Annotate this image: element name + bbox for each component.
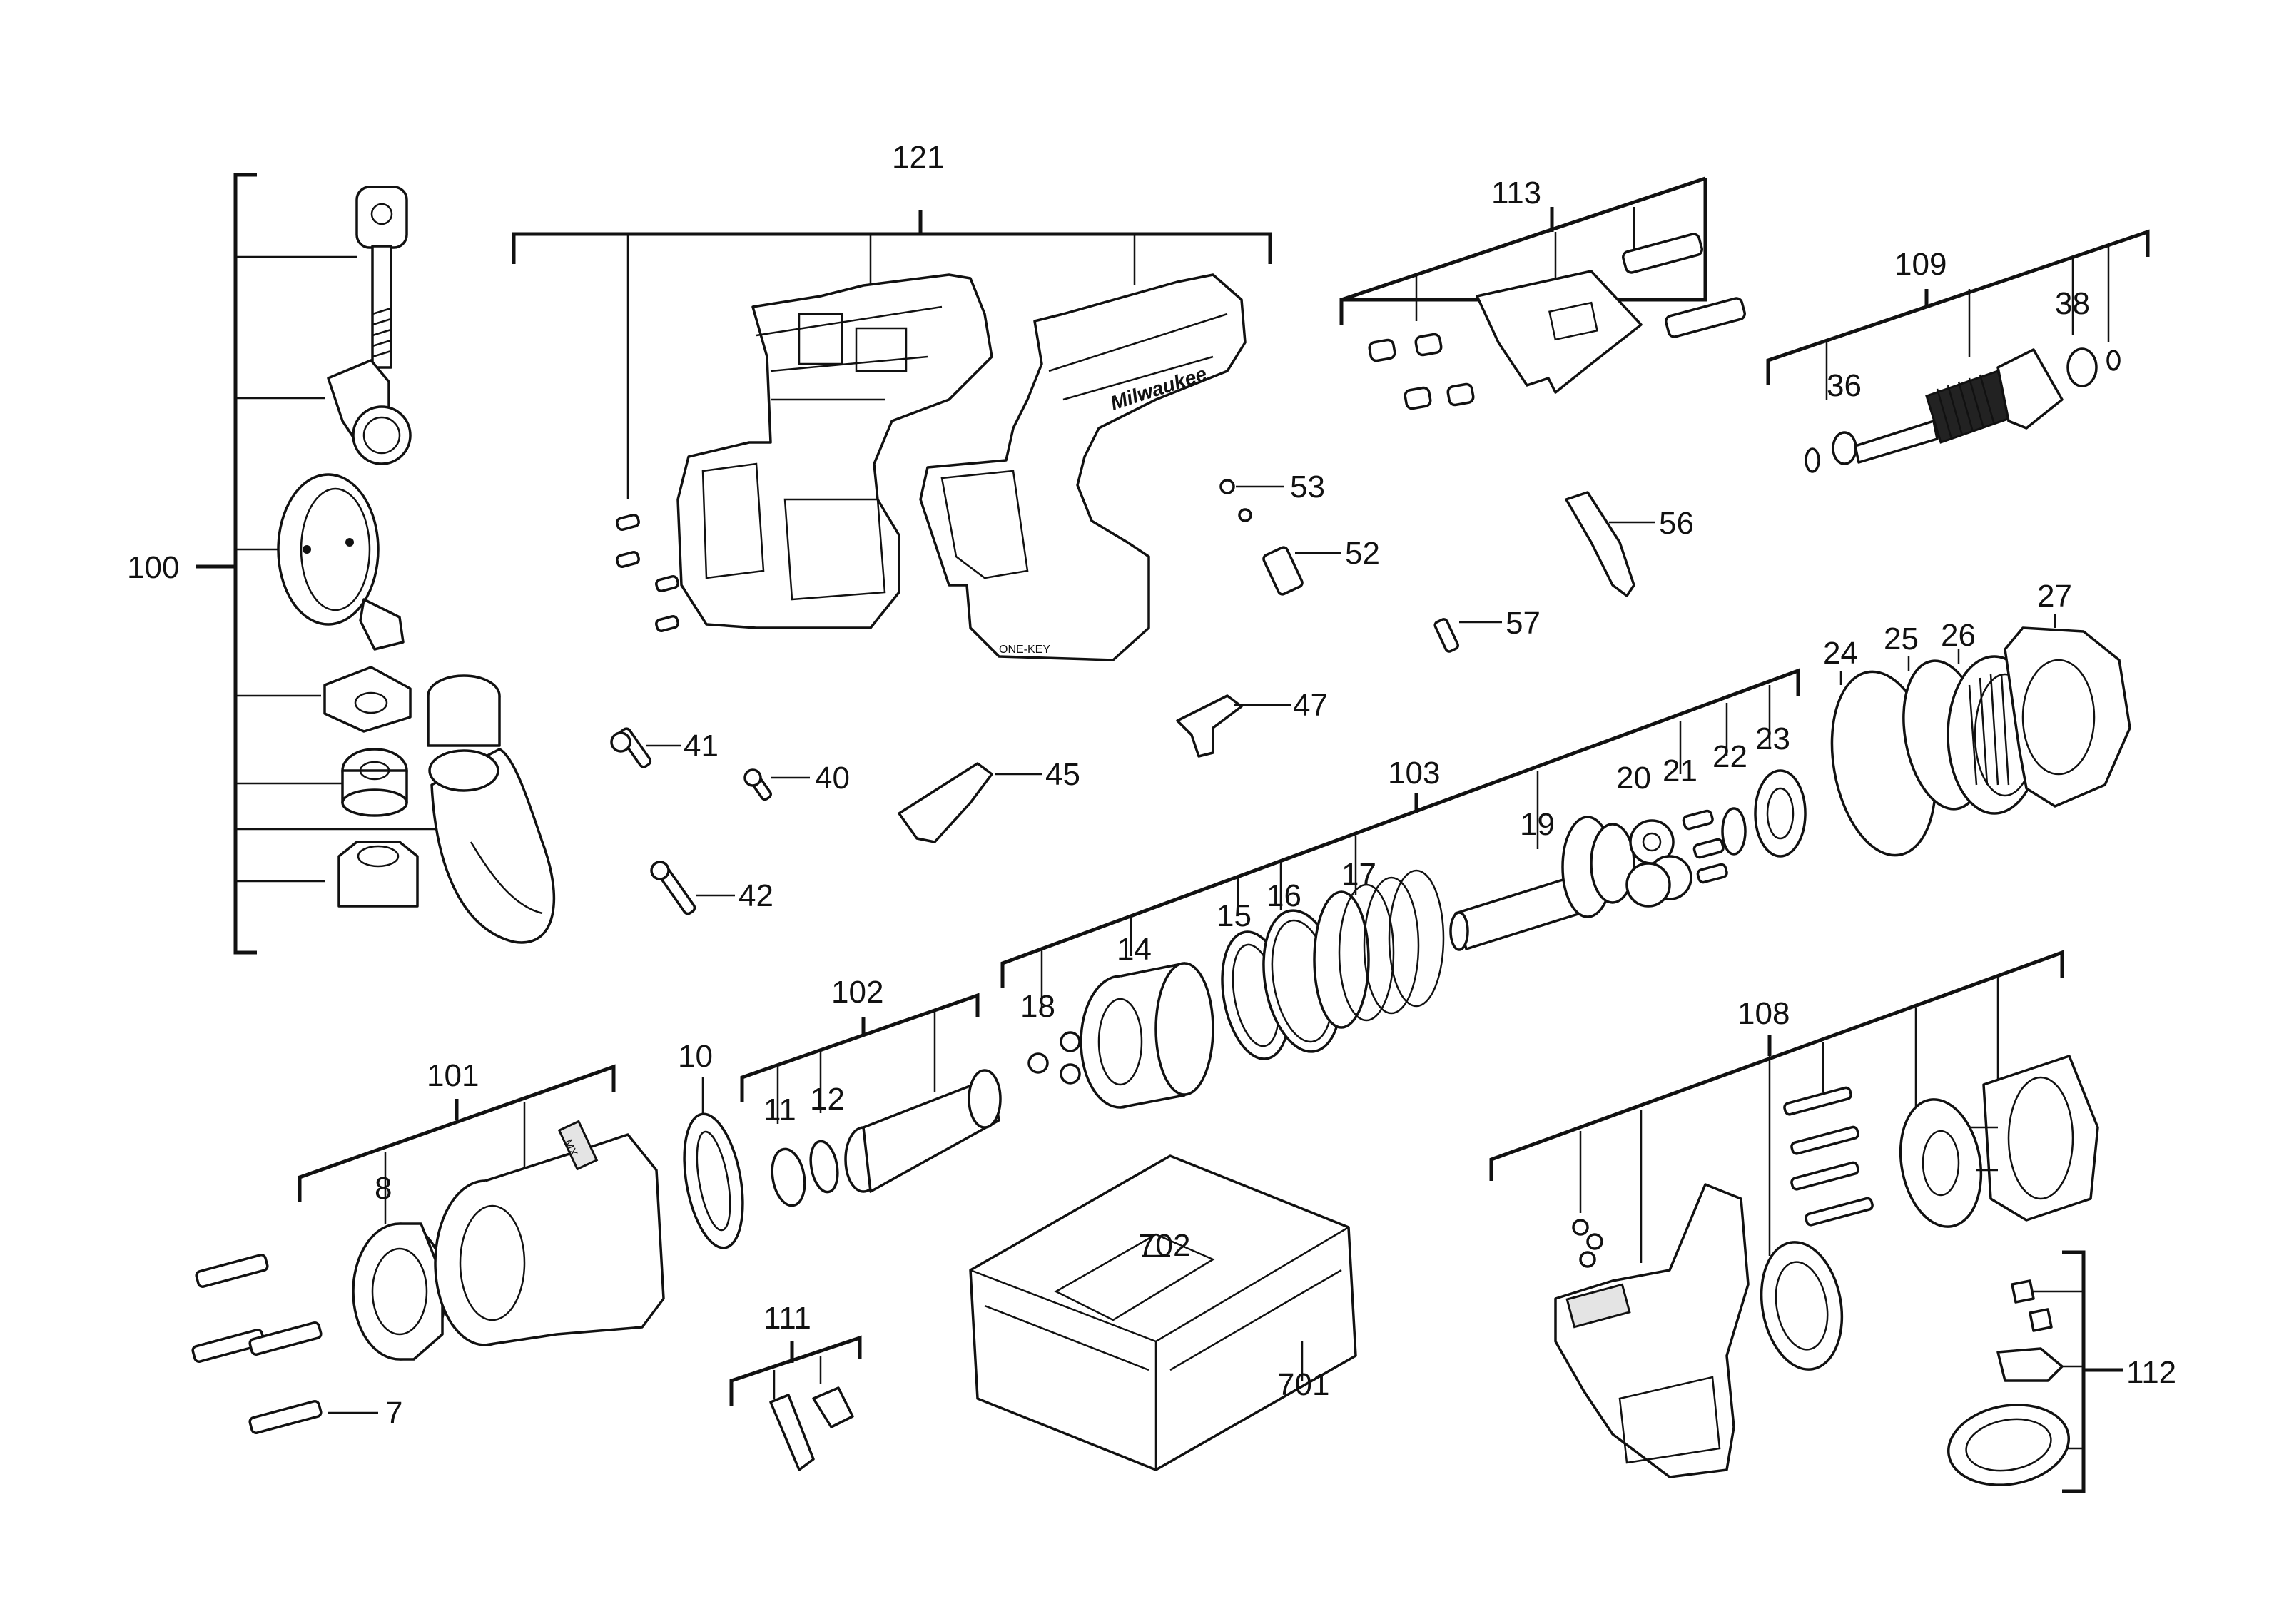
- label-113: 113: [1491, 176, 1541, 210]
- cap-nut: [337, 841, 419, 908]
- label-25: 25: [1884, 621, 1919, 656]
- label-18: 18: [1020, 989, 1055, 1024]
- controller-board: [1554, 1183, 1750, 1478]
- housing-left-half: [676, 273, 993, 629]
- label-40: 40: [815, 761, 850, 796]
- label-108: 108: [1737, 996, 1790, 1031]
- carry-case: 702 701: [969, 1154, 1357, 1471]
- stator: [1969, 1055, 2099, 1222]
- label-41: 41: [684, 729, 719, 763]
- label-109: 109: [1894, 247, 1947, 282]
- label-111: 111: [763, 1301, 811, 1336]
- gear-knob: [341, 748, 408, 817]
- part-40: 40: [743, 761, 850, 801]
- label-38: 38: [2055, 286, 2090, 321]
- label-7: 7: [385, 1396, 402, 1431]
- group-109: 109 36 38: [1766, 229, 2150, 473]
- label-47: 47: [1293, 688, 1328, 723]
- label-27: 27: [2037, 579, 2072, 614]
- label-14: 14: [1117, 932, 1152, 967]
- selector-plate: [1476, 270, 1643, 394]
- part-17-spring: [1313, 869, 1445, 1029]
- gear-housing: MX: [434, 1120, 665, 1346]
- parts-24-27: 24 25 26 27: [1823, 579, 2131, 857]
- motor-screws: [1783, 1086, 1874, 1227]
- part-53: 53: [1219, 470, 1325, 522]
- one-key-logo: ONE-KEY: [999, 644, 1050, 656]
- knob-bolt: [355, 186, 408, 369]
- cap-part: [323, 666, 412, 733]
- label-22: 22: [1712, 739, 1747, 774]
- group-121: 121 Milwaukee ONE-KEY: [512, 140, 1272, 661]
- label-20: 20: [1616, 761, 1651, 796]
- clamp-tab: [327, 359, 412, 465]
- group-103: 103 18 14 15 16 17 19 20 21 22 23: [1000, 668, 1807, 1109]
- label-121: 121: [892, 140, 944, 175]
- label-12: 12: [810, 1082, 845, 1117]
- label-11: 11: [763, 1092, 796, 1127]
- rotor-assembly: [1805, 347, 2121, 473]
- part-45: 45: [898, 757, 1080, 843]
- label-42: 42: [739, 878, 773, 913]
- label-45: 45: [1045, 757, 1080, 792]
- label-26: 26: [1941, 618, 1976, 653]
- bracket-100: [233, 173, 257, 955]
- part-20-gears: [1625, 819, 1692, 908]
- label-103: 103: [1388, 756, 1440, 791]
- part-14-sleeve: [1080, 962, 1214, 1109]
- label-19: 19: [1520, 807, 1555, 842]
- label-57: 57: [1506, 606, 1541, 641]
- label-15: 15: [1217, 898, 1252, 933]
- gasket-plate: [1760, 1241, 1844, 1371]
- end-plate: [1899, 1098, 1983, 1228]
- label-112: 112: [2126, 1355, 2176, 1390]
- part-41: 41: [610, 727, 719, 768]
- group-102: 102 11 12: [740, 975, 1002, 1207]
- pins-113: [1368, 333, 1475, 410]
- label-36: 36: [1827, 368, 1862, 403]
- elbow-duct: [427, 674, 556, 944]
- group-100: 100: [127, 173, 556, 955]
- label-56: 56: [1659, 506, 1694, 541]
- group-111: 111: [729, 1301, 862, 1471]
- label-702: 702: [1138, 1228, 1190, 1263]
- label-53: 53: [1290, 470, 1325, 504]
- label-701: 701: [1277, 1367, 1329, 1402]
- part-19-spindle: [1449, 816, 1635, 951]
- label-52: 52: [1345, 536, 1380, 571]
- part-52: 52: [1262, 536, 1380, 596]
- label-24: 24: [1823, 636, 1858, 671]
- part-47: 47: [1176, 688, 1328, 758]
- clamp-band: [277, 473, 405, 651]
- label-100: 100: [127, 550, 179, 585]
- part-7-screws: 7: [191, 1254, 402, 1434]
- part-42: 42: [650, 861, 773, 915]
- label-21: 21: [1663, 753, 1697, 788]
- part-10: 10: [678, 1039, 744, 1249]
- group-108: 108: [1489, 950, 2099, 1478]
- label-16: 16: [1267, 878, 1301, 913]
- label-8: 8: [375, 1171, 392, 1206]
- group-112: 112: [1947, 1250, 2176, 1493]
- label-10: 10: [678, 1039, 713, 1074]
- label-102: 102: [831, 975, 883, 1010]
- part-8-cover: [352, 1222, 447, 1361]
- tool-holder: [844, 1069, 1002, 1193]
- part-57: 57: [1433, 606, 1541, 653]
- group-101: 101 8 MX 7: [191, 1058, 665, 1434]
- part-56: 56: [1565, 491, 1694, 597]
- label-23: 23: [1755, 721, 1790, 756]
- label-101: 101: [427, 1058, 479, 1093]
- group-113: 113: [1339, 176, 1746, 410]
- housing-pins: [616, 513, 679, 633]
